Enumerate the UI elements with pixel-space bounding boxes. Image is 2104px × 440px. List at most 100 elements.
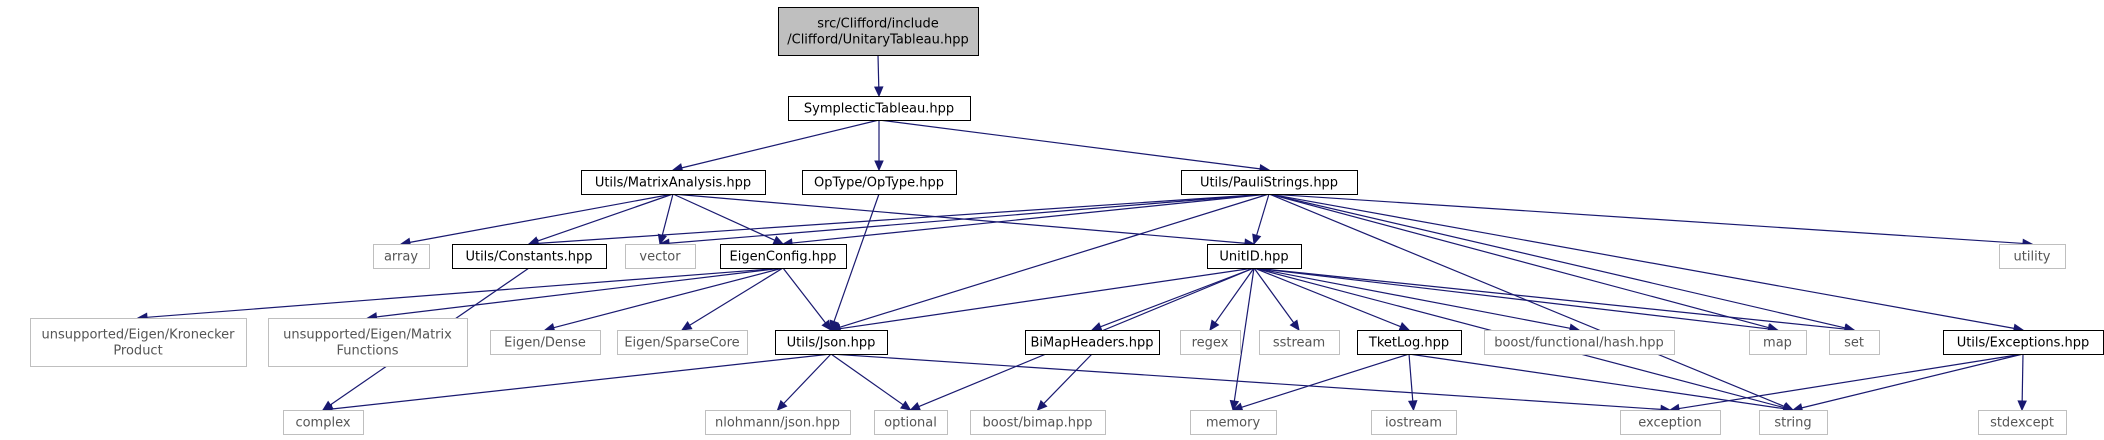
edge-unitid-to-memory — [1233, 267, 1255, 402]
node-box-constants — [452, 244, 607, 269]
node-label-complex-line-0: complex — [295, 416, 350, 431]
edge-eigenconfig-to-json — [782, 267, 826, 324]
node-label-nlohmann-line-0: nlohmann/json.hpp — [715, 416, 840, 431]
node-exceptions[interactable]: Utils/Exceptions.hpp — [1943, 330, 2104, 355]
arrowhead-unitid-to-tketlog — [1398, 322, 1411, 331]
node-label-tketlog-line-0: TketLog.hpp — [1368, 336, 1449, 351]
edge-matrixanalysis-to-constants — [537, 193, 674, 242]
node-box-unitid — [1207, 244, 1302, 269]
node-box-optype — [802, 170, 957, 195]
node-constants[interactable]: Utils/Constants.hpp — [452, 244, 607, 269]
node-box-json — [775, 330, 888, 355]
arrowhead-paulistrings-to-unitid — [1252, 233, 1262, 246]
node-label-optional-line-0: optional — [884, 416, 937, 431]
node-box-matrixanalysis — [581, 170, 766, 195]
edge-json-to-nlohmann — [783, 353, 832, 404]
arrowhead-root-to-symplectic — [874, 86, 884, 98]
node-optional: optional — [874, 410, 948, 435]
edge-symplectic-to-paulistrings — [878, 119, 1261, 170]
node-eigenconfig[interactable]: EigenConfig.hpp — [720, 244, 847, 269]
node-box-complex — [283, 410, 364, 435]
node-symplectic[interactable]: SymplecticTableau.hpp — [788, 96, 971, 121]
edge-root-to-symplectic — [877, 54, 880, 88]
edge-paulistrings-to-unitid — [1256, 193, 1270, 236]
node-label-exception-line-0: exception — [1638, 416, 1702, 431]
edge-paulistrings-to-exceptions — [1268, 193, 2015, 329]
node-box-utility — [1999, 244, 2066, 269]
node-tketlog[interactable]: TketLog.hpp — [1357, 330, 1462, 355]
node-box-stdexcept — [1978, 410, 2067, 435]
edge-tketlog-to-memory — [1241, 353, 1410, 408]
edge-paulistrings-to-vector — [668, 193, 1270, 244]
node-utility: utility — [1999, 244, 2066, 269]
node-sparsecore: Eigen/SparseCore — [617, 330, 748, 355]
edge-eigenconfig-to-sparsecore — [689, 267, 784, 326]
arrowhead-matrixanalysis-to-eigenconfig — [772, 235, 785, 245]
node-unitid[interactable]: UnitID.hpp — [1207, 244, 1302, 269]
node-paulistrings[interactable]: Utils/PauliStrings.hpp — [1181, 170, 1358, 195]
node-label-kronecker-line-1: Product — [113, 344, 162, 359]
node-bimapheaders[interactable]: BiMapHeaders.hpp — [1025, 330, 1160, 355]
node-json[interactable]: Utils/Json.hpp — [775, 330, 888, 355]
node-label-unitid-line-0: UnitID.hpp — [1219, 250, 1288, 265]
edge-exceptions-to-stdexcept — [2021, 353, 2024, 402]
node-box-exception — [1620, 410, 1721, 435]
arrowhead-unitid-to-sstream — [1289, 319, 1300, 331]
node-label-array-line-0: array — [384, 250, 418, 265]
edge-matrixanalysis-to-vector — [661, 193, 674, 236]
node-label-bimapheaders-line-0: BiMapHeaders.hpp — [1031, 336, 1154, 351]
node-optype[interactable]: OpType/OpType.hpp — [802, 170, 957, 195]
node-box-exceptions — [1943, 330, 2104, 355]
node-label-memory-line-0: memory — [1206, 416, 1261, 431]
node-array: array — [373, 244, 430, 269]
node-box-eigendense — [490, 330, 601, 355]
node-box-bimap — [970, 410, 1106, 435]
node-box-vector — [625, 244, 696, 269]
node-root[interactable]: src/Clifford/include/Clifford/UnitaryTab… — [778, 7, 979, 56]
nodes-layer: src/Clifford/include/Clifford/UnitaryTab… — [30, 7, 2104, 435]
arrowhead-eigenconfig-to-sparsecore — [680, 320, 693, 331]
arrowhead-json-to-nlohmann — [776, 399, 788, 411]
node-label-regex-line-0: regex — [1192, 336, 1229, 351]
edge-paulistrings-to-utility — [1268, 193, 2024, 245]
node-map: map — [1749, 330, 1807, 355]
edge-paulistrings-to-constants — [537, 193, 1270, 244]
edge-unitid-to-map — [1253, 267, 1769, 330]
node-label-bimap-line-0: boost/bimap.hpp — [982, 416, 1092, 431]
edges-layer — [136, 54, 2034, 415]
arrowhead-tketlog-to-iostream — [1407, 400, 1418, 412]
node-label-sparsecore-line-0: Eigen/SparseCore — [624, 336, 739, 351]
arrowhead-unitid-to-optional — [909, 401, 922, 411]
node-label-constants-line-0: Utils/Constants.hpp — [465, 250, 592, 265]
node-label-utility-line-0: utility — [2014, 250, 2051, 265]
node-box-map — [1749, 330, 1807, 355]
node-label-kronecker-line-0: unsupported/Eigen/Kronecker — [41, 328, 235, 343]
node-box-functionalhash — [1484, 330, 1675, 355]
node-box-sparsecore — [617, 330, 748, 355]
edge-exceptions-to-exception — [1678, 353, 2024, 410]
arrowhead-unitid-to-regex — [1209, 319, 1220, 332]
edge-unitid-to-sstream — [1253, 267, 1295, 324]
node-memory: memory — [1190, 410, 1277, 435]
node-box-set — [1829, 330, 1880, 355]
arrowhead-unitid-to-bimapheaders — [1090, 322, 1103, 332]
edge-paulistrings-to-eigenconfig — [791, 193, 1270, 244]
node-functionalhash: boost/functional/hash.hpp — [1484, 330, 1675, 355]
node-box-regex — [1180, 330, 1241, 355]
node-label-functionalhash-line-0: boost/functional/hash.hpp — [1494, 336, 1664, 351]
node-label-stdexcept-line-0: stdexcept — [1990, 416, 2054, 431]
edge-eigenconfig-to-eigendense — [553, 267, 784, 329]
node-label-eigenconfig-line-0: EigenConfig.hpp — [730, 250, 837, 265]
node-box-symplectic — [788, 96, 971, 121]
node-regex: regex — [1180, 330, 1241, 355]
edge-tketlog-to-iostream — [1408, 353, 1414, 402]
node-box-optional — [874, 410, 948, 435]
node-label-iostream-line-0: iostream — [1385, 416, 1442, 431]
node-label-matrixfunctions-line-1: Functions — [336, 344, 398, 359]
node-matrixanalysis[interactable]: Utils/MatrixAnalysis.hpp — [581, 170, 766, 195]
node-label-string-line-0: string — [1774, 416, 1811, 431]
node-box-bimapheaders — [1025, 330, 1160, 355]
edge-matrixanalysis-to-unitid — [672, 193, 1246, 244]
node-iostream: iostream — [1371, 410, 1457, 435]
